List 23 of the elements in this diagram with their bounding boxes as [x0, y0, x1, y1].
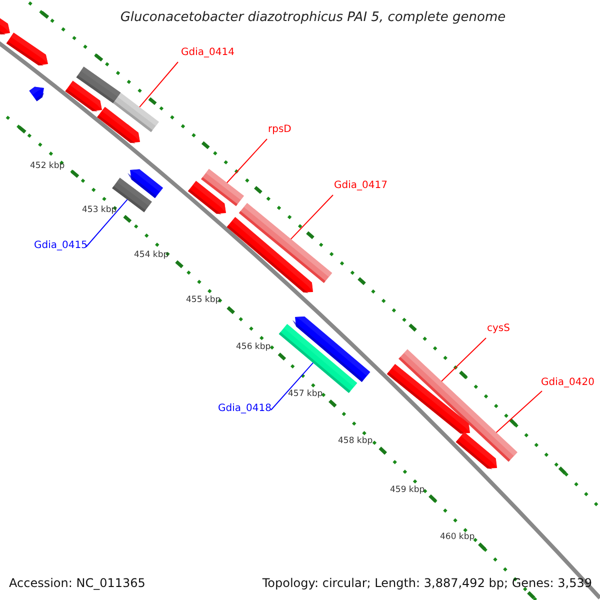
tick-label: 452 kbp [30, 162, 65, 170]
leader-line [86, 199, 128, 248]
tick-label: 458 kbp [338, 437, 373, 446]
gene-label: cysS [487, 324, 510, 334]
gene-label: rpsD [268, 125, 292, 135]
leader-line [139, 62, 178, 108]
tick-label: 454 kbp [134, 251, 169, 260]
gene-label: Gdia_0417 [334, 181, 388, 191]
gene-label: Gdia_0420 [541, 378, 594, 388]
leader-line [496, 390, 542, 433]
gene-label: Gdia_0415 [34, 241, 88, 251]
leader-line [290, 194, 334, 240]
tick-label: 453 kbp [82, 206, 117, 214]
leader-line [441, 338, 486, 382]
leader-line [270, 362, 314, 410]
title: Gluconacetobacter diazotrophicus PAI 5, complete genome [119, 11, 507, 24]
gene-label: Gdia_0414 [181, 48, 234, 58]
leader-line [226, 138, 268, 184]
tick-label: 460 kbp [440, 533, 475, 542]
gene-label: Gdia_0418 [218, 404, 272, 414]
tick-label: 457 kbp [288, 390, 323, 398]
accession-text: Accession: NC_011365 [9, 577, 146, 589]
genome-info-text: Topology: circular; Length: 3,887,492 bp; Genes: 3,539 [262, 577, 592, 589]
